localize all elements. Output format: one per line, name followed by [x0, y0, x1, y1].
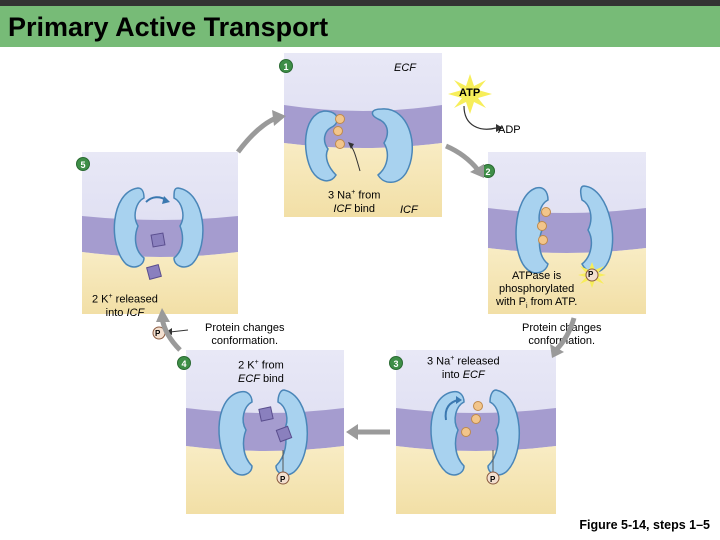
sodium-ion — [541, 207, 551, 217]
protein-left — [113, 187, 145, 268]
icf-label-mid: ICF — [400, 204, 418, 216]
potassium-ion — [275, 425, 293, 443]
conformation-label-left: Protein changes conformation. — [205, 322, 285, 347]
na-release-label: 3 Na+ released into ECF — [427, 355, 500, 381]
title-bar: Primary Active Transport — [0, 0, 720, 47]
sodium-ion — [335, 114, 345, 124]
panel-step-4 — [186, 350, 344, 514]
atp-label: ATP — [459, 87, 481, 99]
figure-caption: Figure 5-14, steps 1–5 — [579, 518, 710, 532]
phosphate-label-released: P — [155, 329, 161, 338]
potassium-ion — [146, 264, 162, 280]
k-bind-label: 2 K+ from ECF bind — [238, 359, 284, 385]
potassium-ion — [258, 406, 274, 422]
atp-to-adp-arrow — [463, 105, 503, 132]
potassium-ion — [150, 232, 166, 248]
atp-burst-icon — [448, 74, 492, 114]
protein-left — [304, 110, 338, 182]
step-badge-3: 3 — [389, 356, 403, 370]
k-release-label: 2 K+ released into ICF — [92, 293, 158, 319]
panel-step-2 — [488, 152, 646, 314]
protein-right — [173, 187, 204, 268]
conformation-label-right: Protein changes conformation. — [522, 322, 602, 347]
protein-right — [487, 389, 521, 476]
ecf-label-top: ECF — [394, 62, 416, 74]
panel-4-art — [186, 350, 344, 514]
atpase-label: ATPase is phosphorylated with Pi from AT… — [496, 270, 578, 311]
panel-step-1 — [284, 53, 442, 217]
sodium-ion — [335, 139, 345, 149]
protein-left — [218, 390, 253, 476]
sodium-ion — [333, 126, 343, 136]
protein-left — [515, 186, 549, 274]
panel-step-3 — [396, 350, 556, 514]
page-title: Primary Active Transport — [8, 12, 329, 42]
phosphate-label-2: P — [588, 270, 594, 279]
panel-step-5 — [82, 152, 238, 314]
protein-right — [579, 185, 614, 274]
arrow-1-to-2 — [444, 143, 480, 172]
panel-2-art — [488, 152, 646, 314]
phosphate-label-3: P — [490, 475, 496, 484]
arrow-5-to-1 — [236, 115, 278, 154]
step-badge-5: 5 — [76, 157, 90, 171]
protein-right — [371, 108, 414, 183]
phosphate-label-4: P — [280, 475, 286, 484]
na-bind-label: 3 Na+ from ICF bind — [328, 189, 381, 215]
step-badge-4: 4 — [177, 356, 191, 370]
adp-label: ADP — [498, 124, 521, 136]
phosphate-burst-icon — [578, 262, 606, 288]
panel-3-art — [396, 350, 556, 514]
sodium-ion — [461, 427, 471, 437]
sodium-ion — [537, 221, 547, 231]
sodium-ion — [471, 414, 481, 424]
step-badge-1: 1 — [279, 59, 293, 73]
panel-1-art — [284, 53, 442, 217]
sodium-ion — [538, 235, 548, 245]
phosphate-group — [276, 471, 290, 485]
step-badge-2: 2 — [481, 164, 495, 178]
panel-5-art — [82, 152, 238, 314]
protein-left — [430, 390, 465, 476]
sodium-ion — [473, 401, 483, 411]
phosphate-group — [486, 471, 500, 485]
